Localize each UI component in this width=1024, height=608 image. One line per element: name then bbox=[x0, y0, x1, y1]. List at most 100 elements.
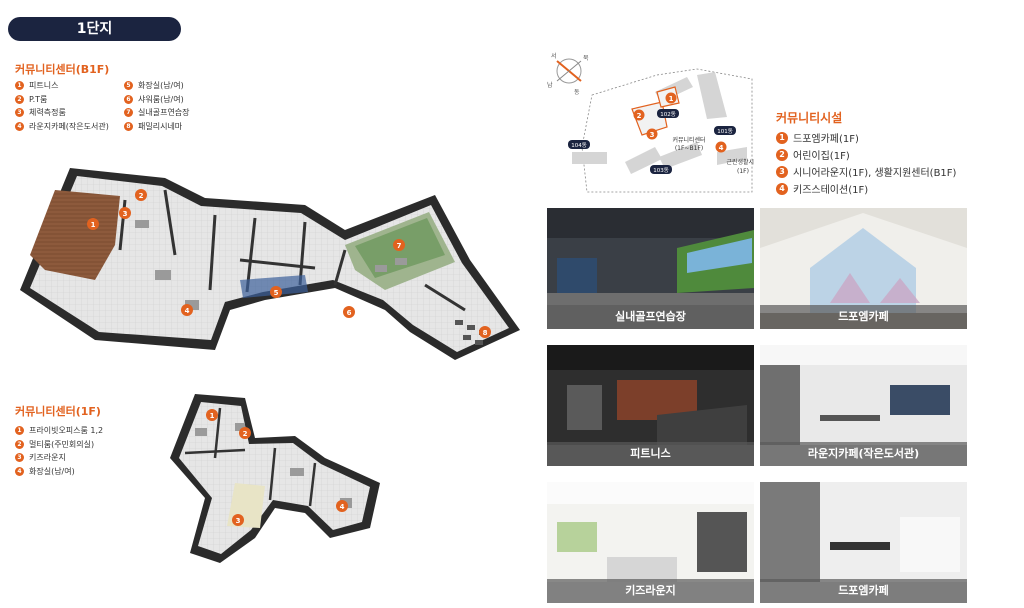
legend-label: 화장실(남/여) bbox=[29, 466, 75, 476]
site-marker-2: 2 bbox=[633, 109, 645, 121]
list-item: 4 화장실(남/여) bbox=[15, 465, 103, 479]
legend-label: 실내골프연습장 bbox=[138, 108, 190, 118]
list-item: 5 화장실(남/여) bbox=[124, 79, 190, 93]
svg-text:서: 서 bbox=[551, 52, 557, 60]
legend-label: 패밀리시네마 bbox=[138, 121, 183, 131]
plan-marker-2: 2 bbox=[239, 427, 251, 439]
list-item: 4 라운지카페(작은도서관) bbox=[15, 120, 109, 134]
plan-marker-5: 5 bbox=[270, 286, 282, 298]
list-item: 2 멀티룸(주민회의실) bbox=[15, 438, 103, 452]
list-item: 7 실내골프연습장 bbox=[124, 106, 190, 120]
legend-label: 키즈스테이션(1F) bbox=[793, 185, 869, 196]
number-badge: 5 bbox=[124, 81, 133, 91]
plan-marker-3: 3 bbox=[119, 207, 131, 219]
list-item: 6 샤워룸(남/여) bbox=[124, 93, 190, 107]
building-label-102: 102동 bbox=[657, 109, 679, 118]
svg-text:104동: 104동 bbox=[571, 142, 587, 149]
photo-cafe: 드포엠카페 bbox=[760, 208, 967, 329]
number-badge: 1 bbox=[15, 426, 24, 436]
svg-text:102동: 102동 bbox=[660, 111, 676, 118]
legend-label: 프라이빗오피스룸 1,2 bbox=[29, 426, 104, 436]
building-label-104: 104동 bbox=[568, 140, 590, 149]
svg-text:동: 동 bbox=[574, 89, 580, 96]
number-badge: 4 bbox=[15, 466, 24, 476]
legend-label: 화장실(남/여) bbox=[138, 81, 184, 91]
svg-text:4: 4 bbox=[340, 503, 345, 511]
retail-label: 근린생활시설 bbox=[726, 158, 754, 166]
site-map: 서 북 남 동 102동 101동 104동 103동 커뮤니티센터 (1F~B… bbox=[547, 52, 754, 193]
photo-caption: 드포엠카페 bbox=[760, 579, 967, 603]
list-item: 1 프라이빗오피스룸 1,2 bbox=[15, 424, 103, 438]
svg-text:4: 4 bbox=[185, 307, 190, 315]
list-item: 2 P.T룸 bbox=[15, 93, 109, 107]
number-badge: 4 bbox=[776, 182, 788, 195]
photo-caption: 실내골프연습장 bbox=[547, 305, 754, 329]
site-marker-4: 4 bbox=[715, 141, 727, 153]
svg-text:2: 2 bbox=[139, 192, 144, 200]
b1f-legend-col2: 5 화장실(남/여) 6 샤워룸(남/여) 7 실내골프연습장 8 패밀리시네마 bbox=[124, 79, 190, 133]
photo-kids-lounge: 키즈라운지 bbox=[547, 482, 754, 603]
legend-label: 피트니스 bbox=[29, 81, 59, 91]
svg-text:7: 7 bbox=[397, 242, 402, 250]
svg-text:1: 1 bbox=[669, 95, 674, 103]
photo-fitness: 피트니스 bbox=[547, 345, 754, 466]
legend-label: 멀티룸(주민회의실) bbox=[29, 439, 95, 449]
svg-text:1: 1 bbox=[91, 221, 96, 229]
svg-text:3: 3 bbox=[650, 131, 655, 139]
list-item: 8 패밀리시네마 bbox=[124, 120, 190, 134]
number-badge: 2 bbox=[15, 94, 24, 104]
retail-floor-label: (1F) bbox=[737, 168, 749, 175]
plan-marker-2: 2 bbox=[135, 189, 147, 201]
svg-text:북: 북 bbox=[583, 55, 589, 62]
number-badge: 3 bbox=[776, 165, 788, 178]
number-badge: 7 bbox=[124, 108, 133, 118]
svg-text:101동: 101동 bbox=[717, 128, 733, 135]
plan-marker-6: 6 bbox=[343, 306, 355, 318]
number-badge: 3 bbox=[15, 453, 24, 463]
list-item: 3 체력측정룸 bbox=[15, 106, 109, 120]
b1f-floor-plan: 1 2 3 4 5 6 7 8 bbox=[20, 168, 520, 360]
number-badge: 6 bbox=[124, 94, 133, 104]
plan-marker-1: 1 bbox=[87, 218, 99, 230]
number-badge: 4 bbox=[15, 121, 24, 131]
legend-label: 라운지카페(작은도서관) bbox=[29, 121, 109, 131]
page-title: 1단지 bbox=[8, 17, 181, 41]
plan-marker-8: 8 bbox=[479, 326, 491, 338]
list-item: 1 드포엠카페(1F) bbox=[776, 129, 956, 146]
number-badge: 3 bbox=[15, 108, 24, 118]
site-marker-1: 1 bbox=[665, 92, 677, 104]
legend-label: 어린이집(1F) bbox=[793, 151, 850, 162]
number-badge: 2 bbox=[15, 439, 24, 449]
legend-label: 드포엠카페(1F) bbox=[793, 134, 859, 145]
photo-caption: 라운지카페(작은도서관) bbox=[760, 442, 967, 466]
community-center-label: 커뮤니티센터 bbox=[672, 136, 705, 144]
svg-text:1: 1 bbox=[210, 412, 215, 420]
site-marker-3: 3 bbox=[646, 128, 658, 140]
plan-marker-3: 3 bbox=[232, 514, 244, 526]
photo-golf: 실내골프연습장 bbox=[547, 208, 754, 329]
legend-label: P.T룸 bbox=[29, 94, 48, 104]
photo-caption: 드포엠카페 bbox=[760, 305, 967, 329]
svg-text:103동: 103동 bbox=[653, 167, 669, 174]
svg-text:6: 6 bbox=[347, 309, 352, 317]
list-item: 4 키즈스테이션(1F) bbox=[776, 180, 956, 197]
svg-text:남: 남 bbox=[547, 81, 553, 89]
legend-label: 샤워룸(남/여) bbox=[138, 94, 184, 104]
photo-lounge-cafe: 라운지카페(작은도서관) bbox=[760, 345, 967, 466]
number-badge: 8 bbox=[124, 121, 133, 131]
compass-icon: 서 북 남 동 bbox=[547, 52, 589, 96]
svg-text:3: 3 bbox=[236, 517, 241, 525]
building-label-103: 103동 bbox=[650, 165, 672, 174]
number-badge: 1 bbox=[776, 131, 788, 144]
building-label-101: 101동 bbox=[714, 126, 736, 135]
b1f-section-title: 커뮤니티센터(B1F) bbox=[15, 63, 110, 76]
f1-floor-plan: 1 2 3 4 bbox=[170, 394, 380, 563]
legend-label: 체력측정룸 bbox=[29, 108, 66, 118]
f1-section-title: 커뮤니티센터(1F) bbox=[15, 405, 101, 418]
photo-cafe-2: 드포엠카페 bbox=[760, 482, 967, 603]
